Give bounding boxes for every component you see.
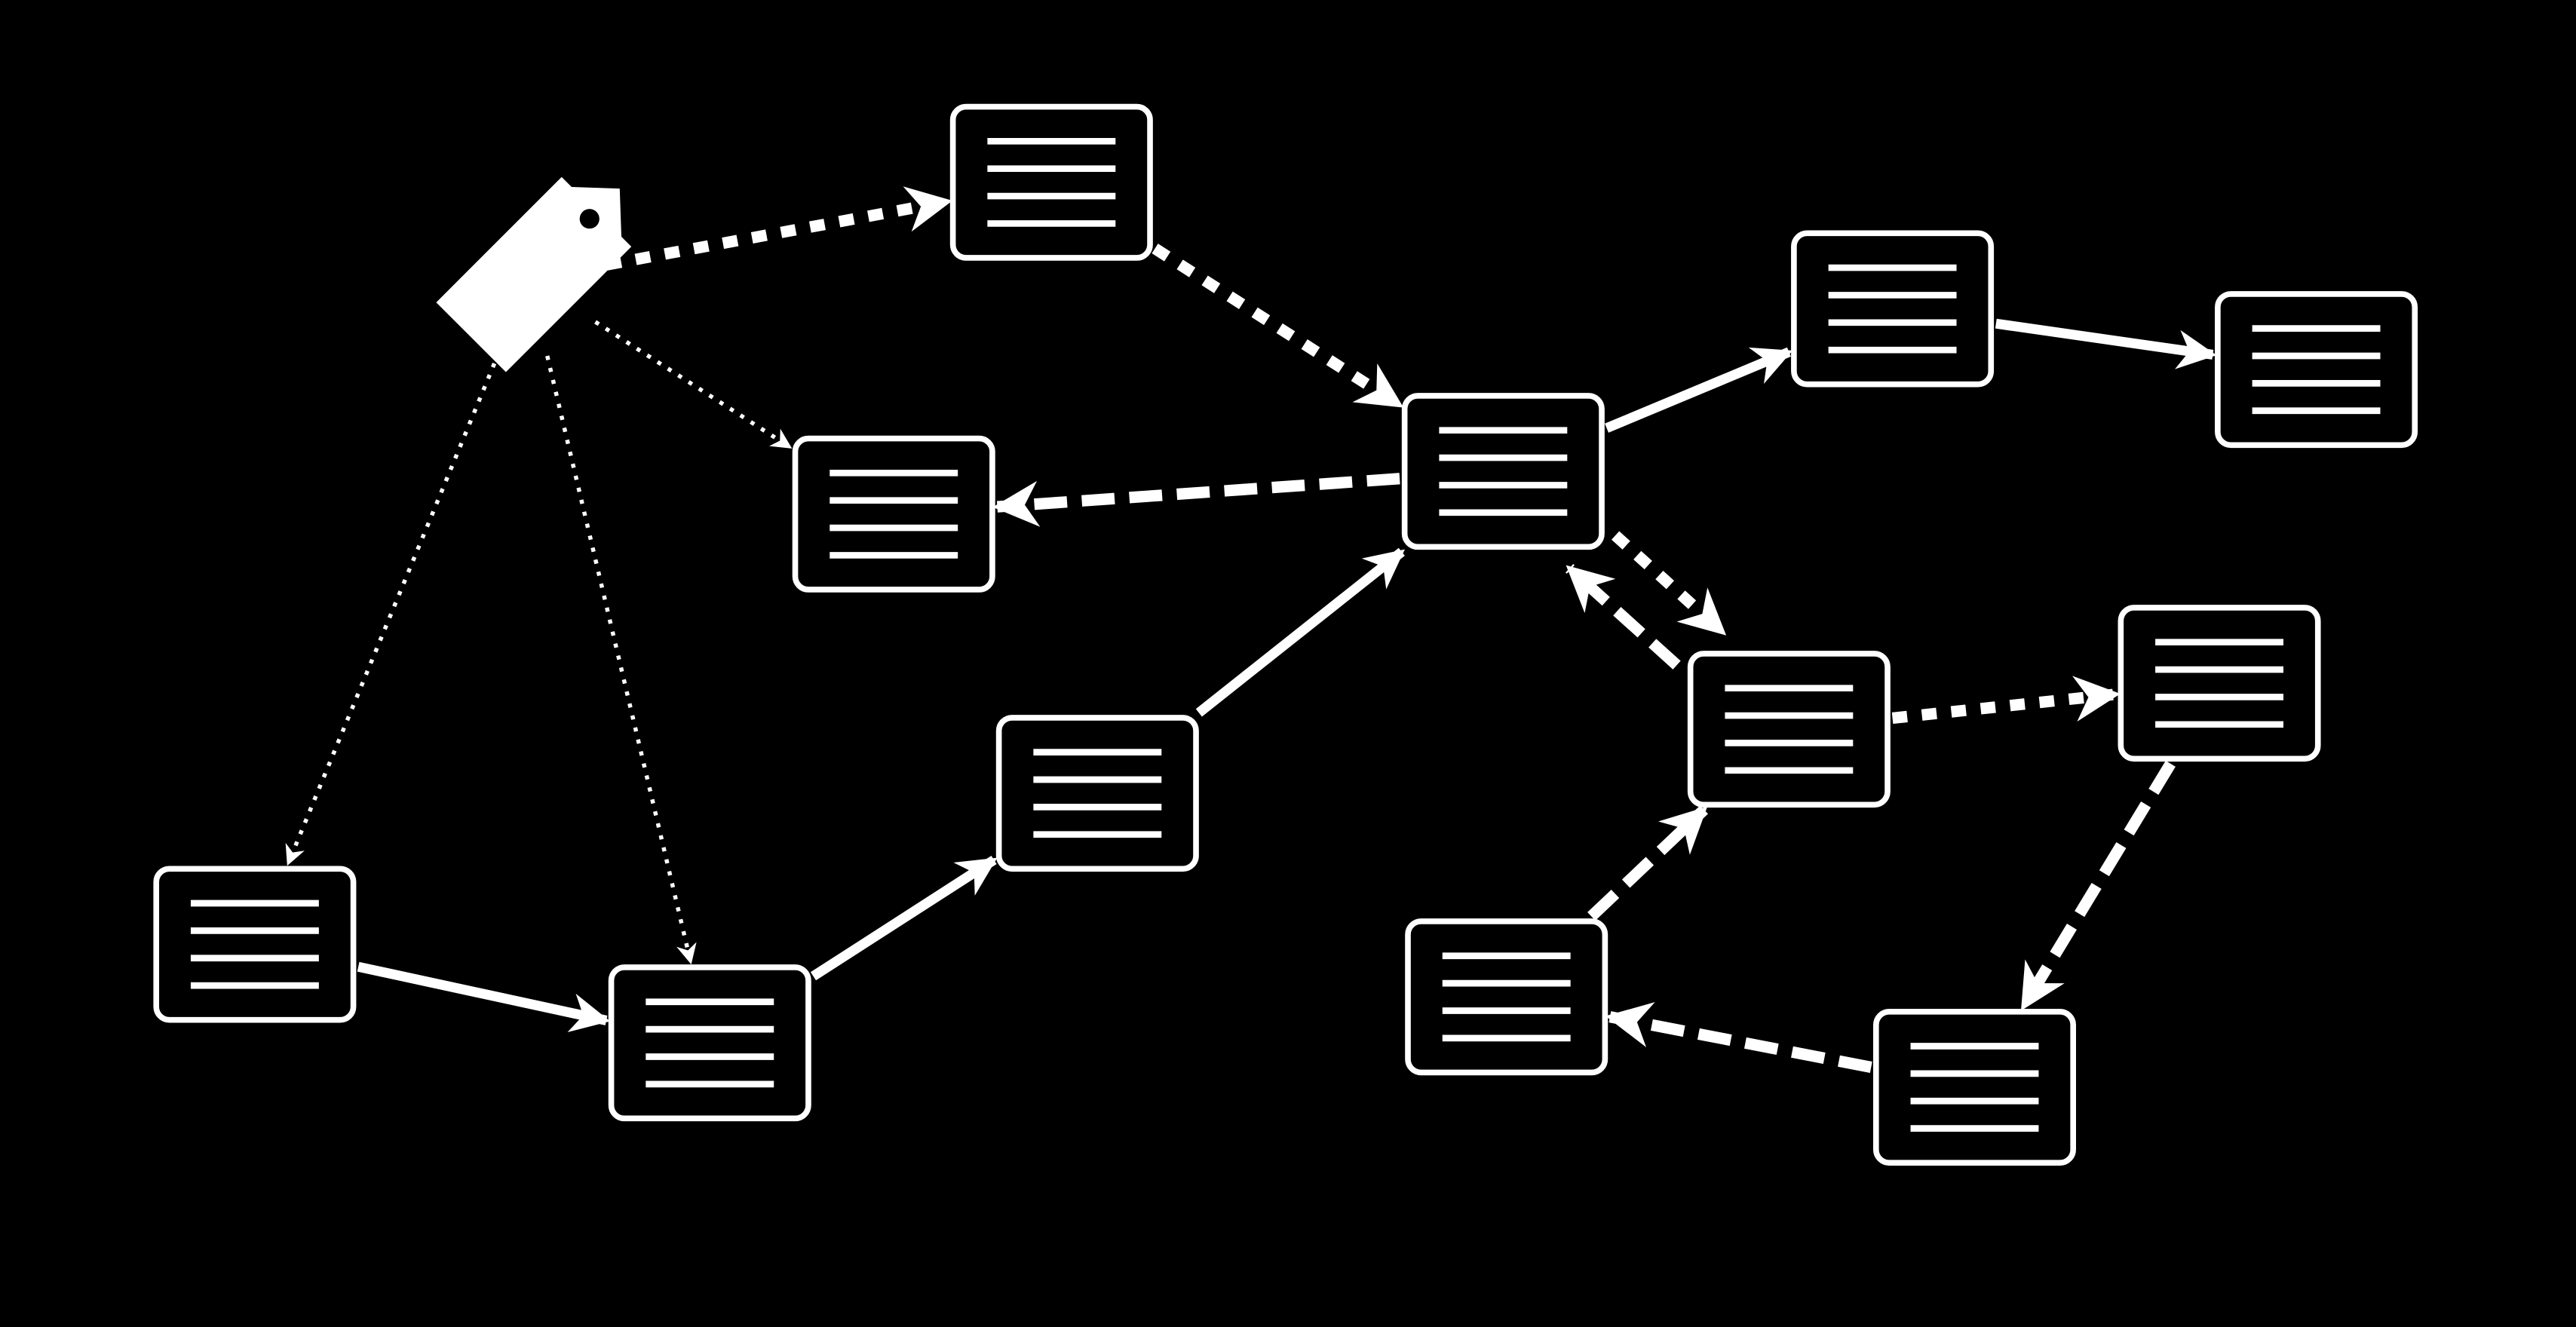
document-node-E[interactable] [2215,291,2418,449]
edge-F-to-G-dotted-bold [1891,676,2121,725]
edge-L-to-J-solid [810,855,998,981]
edge-A-to-C-dotted-bold [1152,244,1404,410]
document-lines-icon [987,137,1116,227]
edge-J-to-C-solid [1195,547,1405,717]
document-lines-icon [1033,749,1162,838]
edge-C-to-B-dashed [992,473,1400,527]
document-node-L[interactable] [608,964,811,1122]
document-node-A[interactable] [949,103,1153,261]
document-node-F[interactable] [1687,651,1891,808]
edge-F-to-C-dashed [1566,564,1681,670]
edge-H-to-F-dashed [1587,805,1708,921]
document-node-K[interactable] [153,866,357,1023]
edge-tag-to-L-dotted-fine [545,355,697,965]
document-lines-icon [2155,639,2284,728]
edge-G-to-I-dashed [2018,760,2176,1011]
document-lines-icon [1828,264,1957,354]
document-node-I[interactable] [1872,1008,2076,1166]
nodes-layer [153,103,2418,1166]
document-lines-icon [1910,1043,2039,1132]
document-node-J[interactable] [995,715,1199,872]
edge-C-to-D-solid [1605,347,1793,433]
tag-icon[interactable] [436,154,655,372]
edge-D-to-E-solid [1995,318,2217,369]
edges-layer [285,186,2217,1073]
edge-tag-to-A-dotted-bold [606,186,953,271]
document-node-B[interactable] [792,435,995,593]
document-lines-icon [1725,685,1854,774]
document-lines-icon [646,998,774,1088]
edge-I-to-H-dashed [1605,1002,1872,1073]
document-lines-icon [830,469,958,559]
document-node-G[interactable] [2118,605,2321,762]
document-node-H[interactable] [1405,918,1608,1076]
document-node-C[interactable] [1401,393,1605,550]
document-lines-icon [2252,325,2381,415]
document-lines-icon [190,899,319,989]
document-lines-icon [1442,952,1571,1042]
document-lines-icon [1439,427,1568,516]
edge-C-to-F-dotted-bold [1612,531,1727,637]
edge-tag-to-B-dotted-fine [594,320,793,449]
edge-K-to-L-solid [357,961,611,1033]
document-node-D[interactable] [1791,230,1995,388]
edge-tag-to-K-dotted-fine [285,351,501,866]
